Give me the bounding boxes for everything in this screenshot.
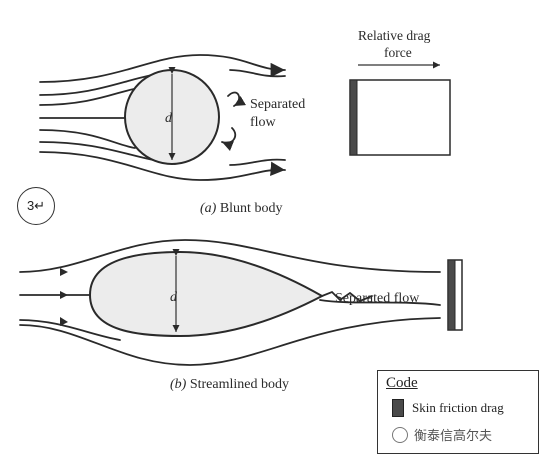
watermark-text: 衡泰信高尔夫: [414, 428, 493, 443]
legend-item-skin-friction: Skin friction drag: [392, 399, 504, 417]
streamlined-body-figure: d Separated flow (b) Streamlined body: [19, 239, 463, 392]
pressure-drag-bar: [349, 79, 451, 156]
streamline: [39, 129, 136, 149]
step-marker-label: 3↵: [26, 198, 46, 213]
streamline: [19, 239, 441, 273]
caption-a: (a) Blunt body: [200, 201, 282, 216]
separated-flow-label: Separated flow: [335, 291, 420, 306]
streamline: [319, 299, 441, 306]
legend-item-watermark: 衡泰信高尔夫: [392, 425, 492, 444]
diameter-label: d: [170, 290, 178, 305]
legend-label: Skin friction drag: [412, 400, 504, 415]
separated-flow-label: Separated: [250, 97, 305, 112]
step-marker: 3↵: [17, 187, 55, 225]
blunt-body-figure: d Separated flow Relative drag force (a)…: [39, 28, 451, 216]
streamline: [19, 319, 121, 341]
skin-friction-swatch: [392, 399, 404, 417]
caption-b: (b) Streamlined body: [170, 377, 289, 392]
streamlined-body: [88, 250, 325, 338]
skin-friction-bar: [349, 79, 358, 156]
legend-title: Code: [386, 375, 418, 391]
separated-flow-label: flow: [250, 115, 277, 130]
code-legend: Code Skin friction drag 衡泰信高尔夫: [377, 370, 539, 454]
streamline: [19, 317, 441, 366]
wake: [321, 290, 373, 303]
streamline: [39, 151, 286, 181]
vortex-arrow: [227, 91, 247, 107]
diameter-label: d: [165, 111, 173, 126]
vortex-arrow: [221, 127, 237, 152]
skin-friction-bar: [447, 259, 456, 331]
wechat-icon: [392, 426, 408, 443]
drag-title: force: [384, 45, 412, 60]
streamline: [39, 54, 286, 83]
drag-title: Relative drag: [358, 28, 431, 43]
streamline: [229, 69, 286, 78]
streamline: [229, 158, 286, 166]
